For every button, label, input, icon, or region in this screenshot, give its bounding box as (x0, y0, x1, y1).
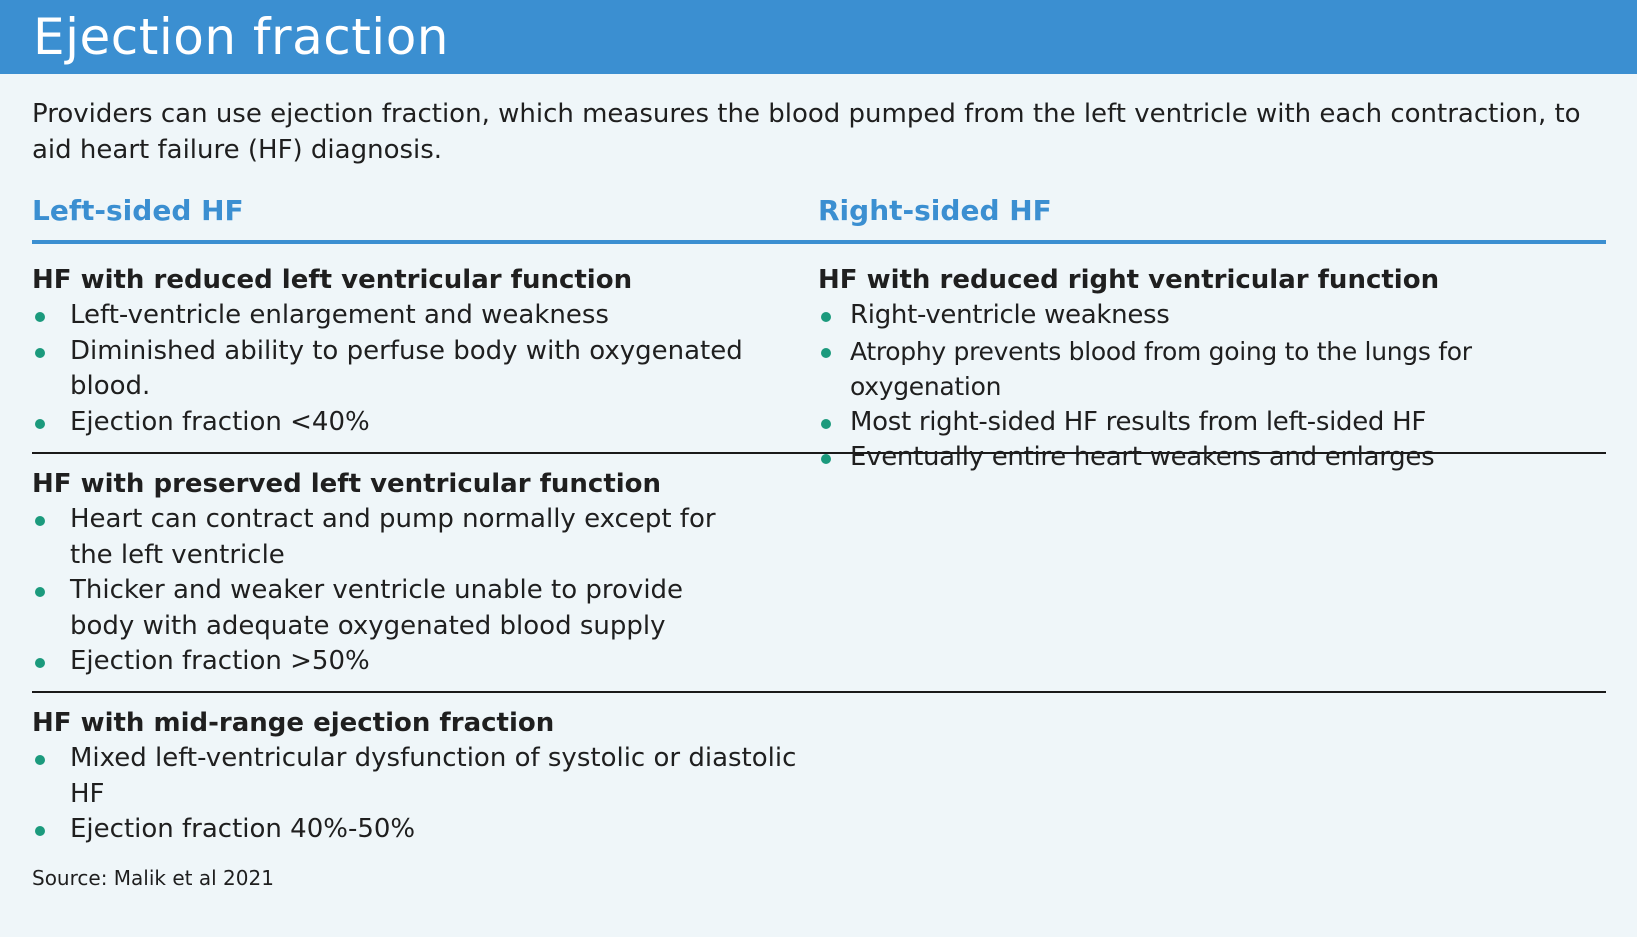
list-item: Right-ventricle weakness (818, 298, 1608, 334)
source-citation: Source: Malik et al 2021 (32, 866, 274, 890)
page-title: Ejection fraction (33, 8, 449, 66)
bullet-list: Heart can contract and pump normally exc… (32, 502, 732, 680)
bullet-dot-icon (821, 347, 831, 358)
title-bar: Ejection fraction (0, 0, 1637, 74)
list-item: Left-ventricle enlargement and weakness (32, 298, 792, 334)
bullet-dot-icon (821, 454, 831, 464)
bullet-list: Right-ventricle weakness Atrophy prevent… (818, 298, 1608, 476)
list-item: Ejection fraction <40% (32, 405, 792, 441)
bullet-dot-icon (821, 418, 831, 429)
section-heading: HF with mid-range ejection fraction (32, 708, 555, 738)
bullet-dot-icon (35, 312, 45, 322)
header-divider (32, 240, 1606, 244)
bullet-dot-icon (35, 516, 45, 526)
row-reduced: HF with reduced left ventricular functio… (32, 244, 1605, 472)
bullet-dot-icon (35, 347, 45, 358)
row-preserved: HF with preserved left ventricular funct… (32, 454, 1605, 691)
list-item: Ejection fraction >50% (32, 644, 732, 680)
list-item: Most right-sided HF results from left-si… (818, 405, 1608, 441)
list-item: Atrophy prevents blood from going to the… (818, 334, 1608, 405)
content-area: Providers can use ejection fraction, whi… (0, 96, 1637, 844)
column-headers: Left-sided HF Right-sided HF (32, 182, 1605, 240)
list-item: Ejection fraction 40%-50% (32, 812, 832, 848)
bullet-dot-icon (35, 418, 45, 429)
section-preserved-left: HF with preserved left ventricular funct… (32, 466, 732, 680)
bullet-dot-icon (35, 826, 45, 836)
list-item: Mixed left-ventricular dysfunction of sy… (32, 741, 832, 812)
row-mid-range: HF with mid-range ejection fraction Mixe… (32, 693, 1605, 844)
bullet-dot-icon (35, 587, 45, 597)
section-heading: HF with reduced left ventricular functio… (32, 265, 633, 295)
bullet-dot-icon (35, 755, 45, 765)
column-header-right: Right-sided HF (818, 194, 1052, 227)
section-heading: HF with preserved left ventricular funct… (32, 469, 662, 499)
list-item: Eventually entire heart weakens and enla… (818, 440, 1608, 476)
bullet-dot-icon (821, 312, 831, 322)
section-mid-range: HF with mid-range ejection fraction Mixe… (32, 705, 832, 848)
bullet-list: Mixed left-ventricular dysfunction of sy… (32, 741, 832, 848)
row-divider (32, 691, 1606, 693)
section-heading: HF with reduced right ventricular functi… (818, 265, 1440, 295)
row-divider (32, 452, 1606, 454)
bullet-dot-icon (35, 658, 45, 668)
list-item: Heart can contract and pump normally exc… (32, 502, 732, 573)
bullet-list: Left-ventricle enlargement and weakness … (32, 298, 792, 440)
section-reduced-right: HF with reduced right ventricular functi… (818, 262, 1608, 476)
list-item: Diminished ability to perfuse body with … (32, 334, 792, 405)
section-reduced-left: HF with reduced left ventricular functio… (32, 262, 792, 440)
column-header-left: Left-sided HF (32, 194, 244, 227)
intro-paragraph: Providers can use ejection fraction, whi… (32, 99, 1581, 165)
list-item: Thicker and weaker ventricle unable to p… (32, 573, 732, 644)
